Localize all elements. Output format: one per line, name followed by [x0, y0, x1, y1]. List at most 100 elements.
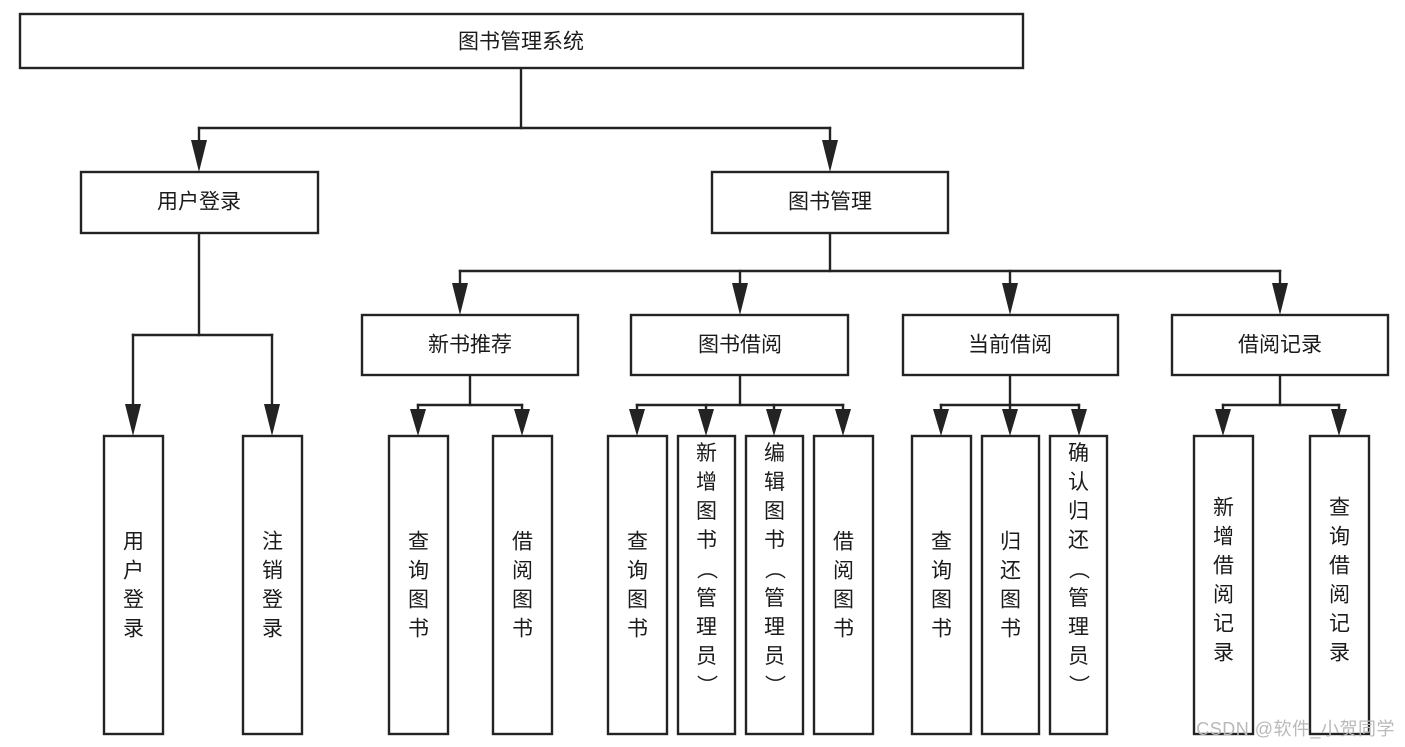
leaf-box[interactable] [241, 434, 304, 736]
connector-group-borrow-record [1215, 373, 1347, 436]
leaf-label-char: 询 [408, 560, 429, 583]
leaf-label-char: 归 [1068, 500, 1089, 523]
leaf-box[interactable] [102, 434, 165, 736]
leaf-box[interactable] [676, 434, 737, 736]
leaf-box[interactable] [980, 434, 1041, 736]
leaf-label-char: 图 [764, 500, 785, 523]
node-root-box[interactable] [18, 12, 1025, 70]
arrow-head-bb-leaf3 [766, 409, 782, 436]
node-root-label: 图书管理系统 [458, 31, 584, 54]
connector-group-user-login [125, 231, 280, 436]
leaf-label-char: 增 [1213, 526, 1234, 549]
leaf-box[interactable] [606, 434, 669, 736]
node-current-borrow[interactable]: 当前借阅 [901, 313, 1120, 377]
leaf-label-char: 阅 [512, 560, 533, 583]
arrow-head-cb-leaf2 [1002, 409, 1018, 436]
arrow-head-borrow-record [1272, 283, 1288, 315]
node-new-book-recommend[interactable]: 新书推荐 [360, 313, 580, 377]
leaf-label-char: 询 [931, 560, 952, 583]
connector-group-book-borrow [629, 373, 851, 436]
node-book-borrow[interactable]: 图书借阅 [629, 313, 850, 377]
leaf-label-char: 理 [1068, 616, 1089, 639]
leaf-label-char: ） [695, 675, 718, 696]
leaf-label-char: 记 [1329, 613, 1350, 636]
leaf-label-char: 询 [627, 560, 648, 583]
node-book-management[interactable]: 图书管理 [710, 170, 950, 235]
node-book-borrow-box[interactable] [629, 313, 850, 377]
leaf-label-char: 借 [1329, 555, 1350, 578]
leaf-label-char: 新 [1213, 497, 1234, 520]
leaf-label-char: 图 [696, 500, 717, 523]
node-user-login[interactable]: 用户登录 [79, 170, 320, 235]
arrow-head-bb-leaf2 [698, 409, 714, 436]
leaf-label-char: 理 [764, 616, 785, 639]
leaf-label-char: 借 [833, 531, 854, 554]
leaf-label-char: 图 [931, 589, 952, 612]
leaf-node-user-login[interactable]: 用户登录 [102, 434, 165, 736]
node-user-login-box[interactable] [79, 170, 320, 235]
leaf-box[interactable] [910, 434, 973, 736]
leaf-label-char: 还 [1000, 560, 1021, 583]
arrow-head-new-book [452, 283, 468, 315]
leaf-label-char: 书 [764, 529, 785, 552]
leaf-label-char: 辑 [764, 471, 785, 494]
leaf-label-char: 书 [627, 618, 648, 641]
connector-group-book-mgmt [452, 231, 1288, 315]
leaf-label-char: 员 [696, 645, 717, 668]
leaf-label-char: 图 [627, 589, 648, 612]
leaf-label-char: 录 [123, 618, 144, 641]
leaf-box[interactable] [1048, 434, 1109, 736]
arrow-head-leaf-user-login [125, 404, 141, 436]
node-root[interactable]: 图书管理系统 [18, 12, 1025, 70]
arrow-head-br-leaf1 [1215, 409, 1231, 436]
leaf-label-char: 阅 [1213, 584, 1234, 607]
arrow-head-user-login [191, 140, 207, 172]
leaf-box[interactable] [491, 434, 554, 736]
leaf-box[interactable] [744, 434, 805, 736]
node-borrow-record-box[interactable] [1170, 313, 1390, 377]
leaf-label-char: 管 [1068, 587, 1089, 610]
leaf-box[interactable] [1192, 434, 1255, 736]
leaf-label-char: 图 [833, 589, 854, 612]
leaf-label-char: 新 [696, 442, 717, 465]
arrow-head-bb-leaf4 [835, 409, 851, 436]
node-borrow-record[interactable]: 借阅记录 [1170, 313, 1390, 377]
leaf-box[interactable] [387, 434, 450, 736]
leaf-label-char: 录 [1329, 642, 1350, 665]
leaf-box[interactable] [812, 434, 875, 736]
leaf-label-char: 图 [408, 589, 429, 612]
node-book-management-box[interactable] [710, 170, 950, 235]
leaf-label-char: 登 [262, 589, 283, 612]
leaf-label-char: 增 [696, 471, 717, 494]
arrow-head-book-borrow [732, 283, 748, 315]
arrow-head-cb-leaf3 [1071, 409, 1087, 436]
leaf-label-char: （ [763, 559, 786, 580]
node-current-borrow-box[interactable] [901, 313, 1120, 377]
leaf-label-char: 记 [1213, 613, 1234, 636]
node-new-book-recommend-box[interactable] [360, 313, 580, 377]
leaf-box[interactable] [1308, 434, 1371, 736]
leaf-label-char: 书 [1000, 618, 1021, 641]
arrow-head-nb-leaf1 [410, 409, 426, 436]
